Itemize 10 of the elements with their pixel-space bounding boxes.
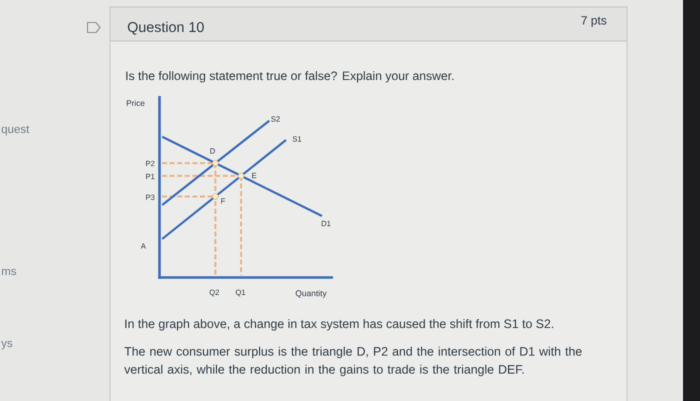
question-title: Question 10 <box>128 22 204 35</box>
axis-label: Price <box>126 100 144 106</box>
statement-text: The new consumer surplus is the triangle D, P2 and the intersection of D1 with the vertical axis, while the reduction in the gains to trade is the triangle DEF. <box>124 346 582 376</box>
sidebar-link: ys <box>1 340 12 350</box>
question-prompt: Is the following statement true or false? Explain your answer. <box>126 71 454 83</box>
sidebar-link: quest <box>2 126 30 136</box>
points-label: 7 pts <box>581 16 606 27</box>
statement-text: In the graph above, a change in tax system has caused the shift from S1 to S2. <box>125 319 554 331</box>
axis-label: Quantity <box>296 290 327 298</box>
sidebar-link: ms <box>2 268 16 276</box>
